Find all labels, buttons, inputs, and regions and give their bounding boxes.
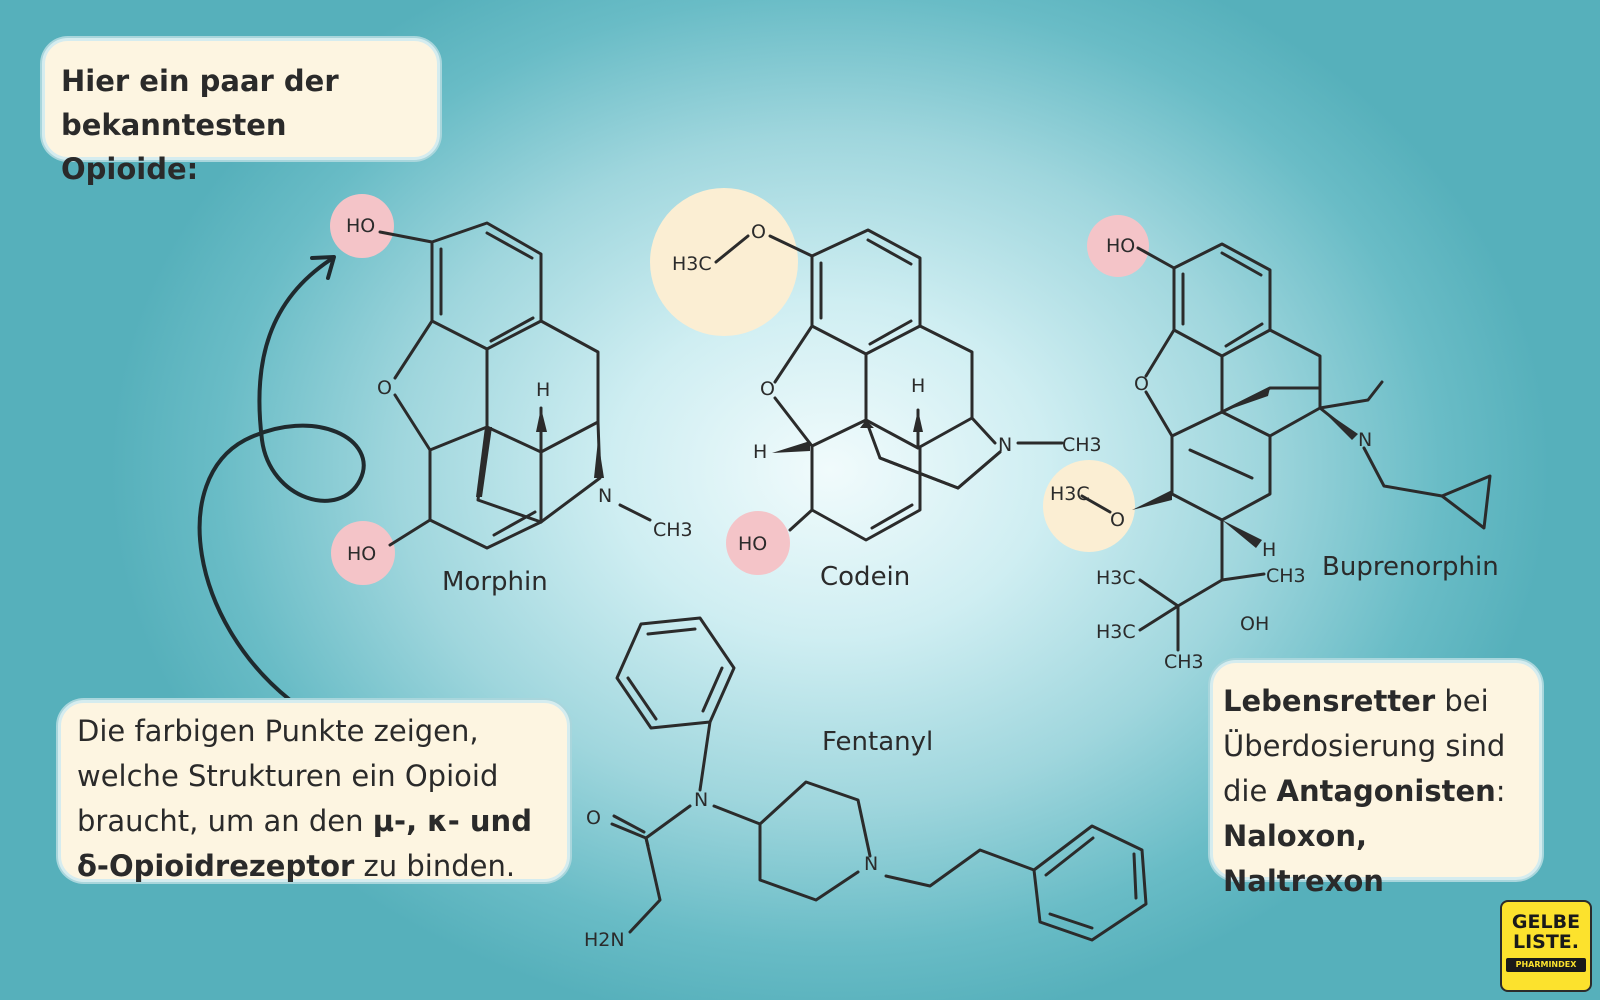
buprenorphin-atom-o-ring: O: [1134, 373, 1149, 395]
morphin-atom-ho-top: HO: [346, 215, 375, 237]
morphin-atom-h: H: [536, 379, 550, 401]
explanation-text-2: zu binden.: [354, 849, 516, 883]
codein-atom-ho: HO: [738, 533, 767, 555]
buprenorphin-atom-h3c-methoxy: H3C: [1050, 483, 1090, 505]
buprenorphin-atom-ch3-bottom: CH3: [1164, 651, 1204, 673]
lebensretter-label: Lebensretter: [1223, 684, 1436, 718]
codein-atom-h-top: H: [911, 375, 925, 397]
highlight-dot-buprenorphin-ho: [1087, 215, 1149, 277]
morphin-atom-o-ring: O: [377, 377, 392, 399]
codein-atom-h3c: H3C: [672, 253, 712, 275]
morphin-structure: HO O HO H N CH3 Morphin: [346, 215, 693, 597]
buprenorphin-atom-o-methoxy: O: [1110, 509, 1125, 531]
codein-atom-o-methoxy: O: [751, 221, 766, 243]
antagonist-text-1: bei Überdosierung sind die: [1223, 684, 1506, 808]
curly-arrow: [197, 255, 366, 702]
title-text: Hier ein paar der bekanntesten Opioide:: [61, 64, 339, 186]
fentanyl-structure: N O N H2N Fentanyl: [584, 616, 1148, 951]
morphin-atom-n: N: [598, 485, 612, 507]
explanation-callout: Die farbigen Punkte zeigen, welche Struk…: [58, 700, 570, 883]
morphin-atom-ch3: CH3: [653, 519, 693, 541]
receptor-list: μ-, κ- und δ-Opioidrezeptor: [77, 804, 532, 883]
morphin-label: Morphin: [442, 567, 548, 597]
fentanyl-atom-o: O: [586, 807, 601, 829]
fentanyl-label: Fentanyl: [822, 727, 933, 757]
codein-atom-o-ring: O: [760, 378, 775, 400]
buprenorphin-atom-ch3-right: CH3: [1266, 565, 1306, 587]
codein-atom-n: N: [998, 434, 1012, 456]
buprenorphin-atom-h3c-a: H3C: [1096, 567, 1136, 589]
buprenorphin-label: Buprenorphin: [1322, 552, 1499, 582]
morphin-atom-ho-bottom: HO: [347, 543, 376, 565]
highlight-dot-morphin-ho-top: [330, 194, 394, 258]
highlight-dot-codein-methoxy: [650, 188, 798, 336]
antagonist-text-2: :: [1495, 774, 1506, 808]
codein-atom-h-left: H: [753, 441, 767, 463]
fentanyl-atom-h2n: H2N: [584, 929, 625, 951]
buprenorphin-atom-ho: HO: [1106, 235, 1135, 257]
antagonist-names: Naloxon, Naltrexon: [1223, 819, 1384, 898]
highlight-dot-codein-ho: [726, 511, 790, 575]
antagonist-callout: Lebensretter bei Überdosierung sind die …: [1210, 660, 1542, 898]
buprenorphin-structure: HO O N H3C O H H3C H3C CH3 CH3 OH Bupren…: [1050, 235, 1499, 673]
fentanyl-atom-n-pip: N: [864, 853, 878, 875]
title-callout: Hier ein paar der bekanntesten Opioide:: [42, 38, 440, 186]
buprenorphin-atom-n: N: [1358, 429, 1372, 451]
gelbe-liste-logo: GELBE LISTE. PHARMINDEX: [1500, 900, 1592, 992]
highlight-dot-buprenorphin-methoxy: [1043, 460, 1135, 552]
codein-structure: H3C O O H H HO N CH3 Codein: [672, 221, 1102, 592]
codein-label: Codein: [820, 562, 910, 592]
buprenorphin-atom-oh: OH: [1240, 613, 1269, 635]
buprenorphin-atom-h: H: [1262, 539, 1276, 561]
buprenorphin-atom-h3c-b: H3C: [1096, 621, 1136, 643]
antagonisten-label: Antagonisten: [1276, 774, 1496, 808]
fentanyl-atom-n-amide: N: [694, 789, 708, 811]
highlight-dot-morphin-ho-bottom: [331, 521, 395, 585]
explanation-text-1: Die farbigen Punkte zeigen, welche Struk…: [77, 714, 499, 838]
codein-atom-ch3: CH3: [1062, 434, 1102, 456]
